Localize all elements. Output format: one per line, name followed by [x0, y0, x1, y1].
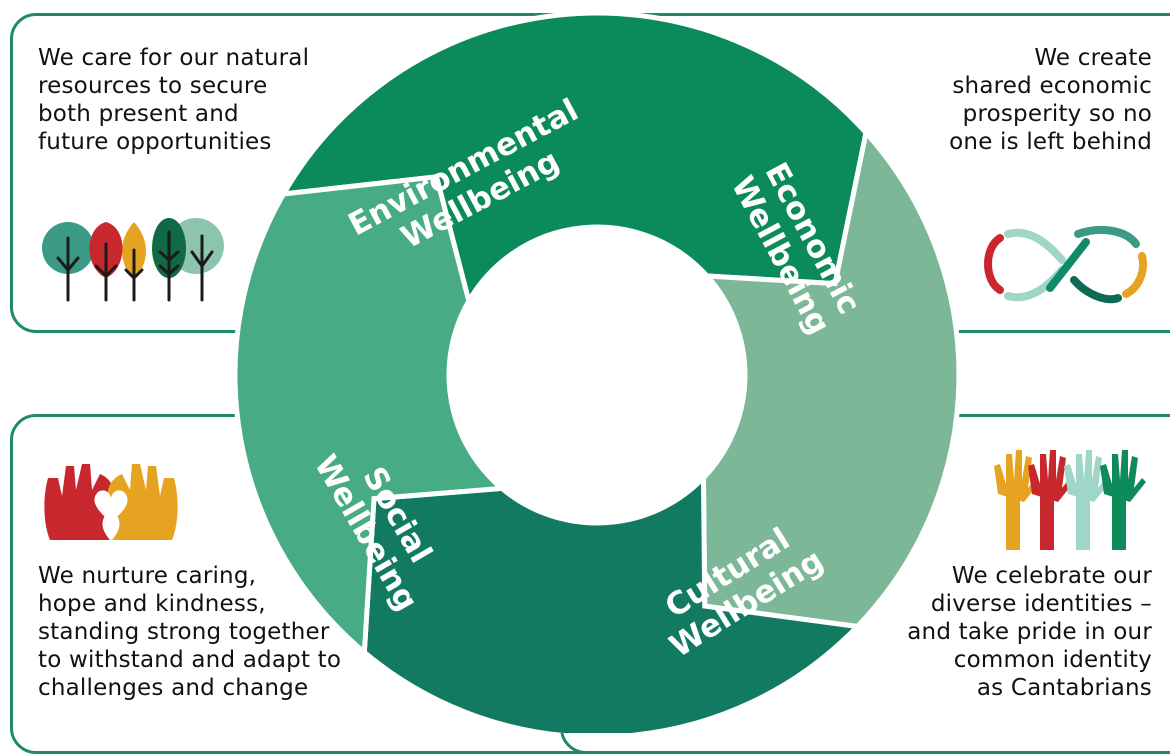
trees-icon — [42, 218, 224, 302]
wheel-center — [449, 227, 745, 523]
heart-hands-icon — [44, 464, 178, 540]
infinity-icon — [984, 225, 1147, 304]
raised-hands-icon — [994, 450, 1146, 550]
environmental-description: We care for our natural resources to sec… — [38, 45, 310, 155]
social-description: We nurture caring, hope and kindness, st… — [38, 563, 342, 701]
economic-description: We create shared economic prosperity so … — [949, 45, 1152, 155]
cultural-description: We celebrate our diverse identities – an… — [907, 563, 1152, 701]
